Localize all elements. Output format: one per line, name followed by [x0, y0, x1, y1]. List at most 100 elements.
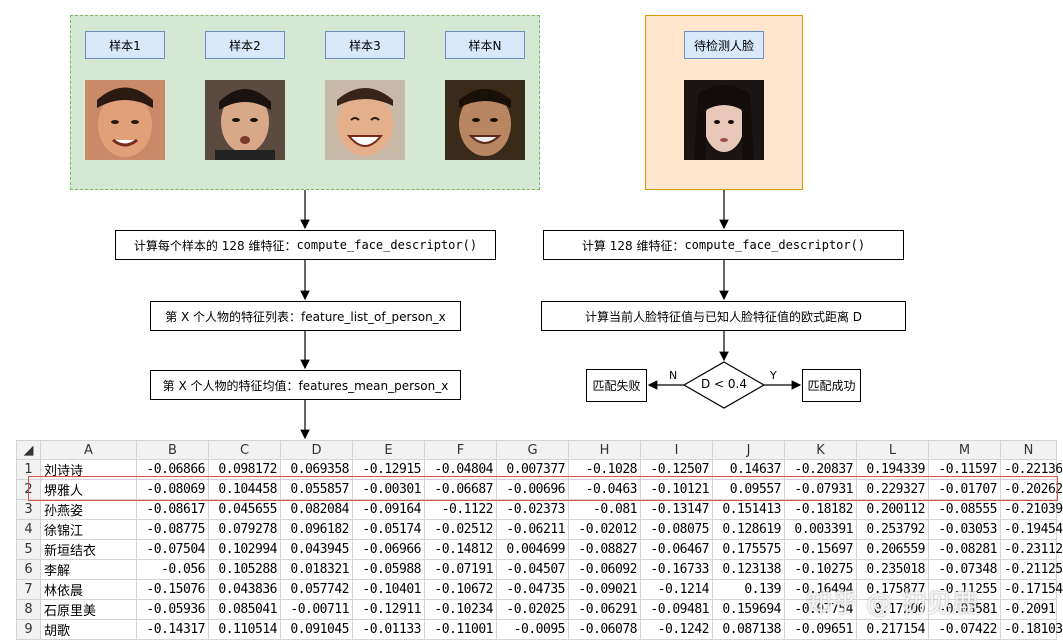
value-cell[interactable]: -0.12915: [352, 459, 425, 480]
name-cell[interactable]: 徐锦江: [40, 519, 137, 540]
value-cell[interactable]: 0.110514: [208, 619, 281, 640]
value-cell[interactable]: 0.045655: [208, 499, 281, 520]
value-cell[interactable]: -0.08075: [640, 519, 713, 540]
value-cell[interactable]: 0.057742: [280, 579, 353, 600]
value-cell[interactable]: 0.105288: [208, 559, 281, 580]
value-cell[interactable]: 0.123138: [712, 559, 785, 580]
value-cell[interactable]: -0.19454: [1000, 519, 1063, 540]
value-cell[interactable]: -0.2091: [1000, 599, 1057, 620]
value-cell[interactable]: 0.151413: [712, 499, 785, 520]
column-header[interactable]: H: [568, 440, 641, 460]
value-cell[interactable]: -0.07504: [136, 539, 209, 560]
column-header[interactable]: D: [280, 440, 353, 460]
value-cell[interactable]: 0.217154: [856, 619, 929, 640]
value-cell[interactable]: -0.14317: [136, 619, 209, 640]
value-cell[interactable]: 0.175877: [856, 579, 929, 600]
value-cell[interactable]: 0.043836: [208, 579, 281, 600]
value-cell[interactable]: -0.08775: [136, 519, 209, 540]
row-number[interactable]: 6: [16, 559, 41, 580]
value-cell[interactable]: -0.06687: [424, 479, 497, 500]
value-cell[interactable]: -0.12911: [352, 599, 425, 620]
column-header[interactable]: K: [784, 440, 857, 460]
value-cell[interactable]: -0.04507: [496, 559, 569, 580]
value-cell[interactable]: 0.069358: [280, 459, 353, 480]
name-cell[interactable]: 林依晨: [40, 579, 137, 600]
column-header[interactable]: L: [856, 440, 929, 460]
column-header[interactable]: C: [208, 440, 281, 460]
row-number[interactable]: 8: [16, 599, 41, 620]
value-cell[interactable]: -0.00711: [280, 599, 353, 620]
value-cell[interactable]: 0.194339: [856, 459, 929, 480]
value-cell[interactable]: 0.087138: [712, 619, 785, 640]
name-cell[interactable]: 新垣结衣: [40, 539, 137, 560]
value-cell[interactable]: 0.096182: [280, 519, 353, 540]
value-cell[interactable]: -0.056: [136, 559, 209, 580]
value-cell[interactable]: -0.13147: [640, 499, 713, 520]
value-cell[interactable]: 0.139: [712, 579, 785, 600]
row-number[interactable]: 4: [16, 519, 41, 540]
name-cell[interactable]: 胡歌: [40, 619, 137, 640]
value-cell[interactable]: -0.03581: [928, 599, 1001, 620]
value-cell[interactable]: -0.01133: [352, 619, 425, 640]
value-cell[interactable]: -0.06211: [496, 519, 569, 540]
value-cell[interactable]: 0.128619: [712, 519, 785, 540]
value-cell[interactable]: -0.081: [568, 499, 641, 520]
value-cell[interactable]: 0.004699: [496, 539, 569, 560]
column-header[interactable]: A: [40, 440, 137, 460]
value-cell[interactable]: 0.104458: [208, 479, 281, 500]
value-cell[interactable]: -0.00696: [496, 479, 569, 500]
value-cell[interactable]: -0.06966: [352, 539, 425, 560]
value-cell[interactable]: -0.1214: [640, 579, 713, 600]
value-cell[interactable]: -0.09651: [784, 619, 857, 640]
value-cell[interactable]: -0.14812: [424, 539, 497, 560]
row-number[interactable]: 9: [16, 619, 41, 640]
value-cell[interactable]: -0.06866: [136, 459, 209, 480]
value-cell[interactable]: -0.07191: [424, 559, 497, 580]
column-header[interactable]: G: [496, 440, 569, 460]
column-header[interactable]: I: [640, 440, 713, 460]
value-cell[interactable]: -0.15076: [136, 579, 209, 600]
value-cell[interactable]: -0.09481: [640, 599, 713, 620]
value-cell[interactable]: 0.253792: [856, 519, 929, 540]
value-cell[interactable]: -0.23112: [1000, 539, 1063, 560]
value-cell[interactable]: -0.01707: [928, 479, 1001, 500]
column-header[interactable]: F: [424, 440, 497, 460]
value-cell[interactable]: 0.200112: [856, 499, 929, 520]
value-cell[interactable]: -0.06467: [640, 539, 713, 560]
value-cell[interactable]: 0.175575: [712, 539, 785, 560]
value-cell[interactable]: -0.21039: [1000, 499, 1063, 520]
value-cell[interactable]: -0.15697: [784, 539, 857, 560]
value-cell[interactable]: -0.02373: [496, 499, 569, 520]
column-header[interactable]: B: [136, 440, 209, 460]
value-cell[interactable]: 0.018321: [280, 559, 353, 580]
name-cell[interactable]: 孙燕姿: [40, 499, 137, 520]
corner-cell[interactable]: ◢: [16, 440, 41, 460]
value-cell[interactable]: -0.0463: [568, 479, 641, 500]
value-cell[interactable]: 0.09557: [712, 479, 785, 500]
value-cell[interactable]: 0.159694: [712, 599, 785, 620]
value-cell[interactable]: -0.10234: [424, 599, 497, 620]
value-cell[interactable]: 0.206559: [856, 539, 929, 560]
value-cell[interactable]: -0.07348: [928, 559, 1001, 580]
value-cell[interactable]: -0.06092: [568, 559, 641, 580]
name-cell[interactable]: 石原里美: [40, 599, 137, 620]
value-cell[interactable]: -0.20262: [1000, 479, 1063, 500]
value-cell[interactable]: -0.10275: [784, 559, 857, 580]
value-cell[interactable]: -0.10672: [424, 579, 497, 600]
value-cell[interactable]: -0.06291: [568, 599, 641, 620]
value-cell[interactable]: -0.03053: [928, 519, 1001, 540]
column-header[interactable]: M: [928, 440, 1001, 460]
value-cell[interactable]: -0.09164: [352, 499, 425, 520]
column-header[interactable]: E: [352, 440, 425, 460]
value-cell[interactable]: -0.08069: [136, 479, 209, 500]
value-cell[interactable]: -0.08555: [928, 499, 1001, 520]
value-cell[interactable]: -0.00301: [352, 479, 425, 500]
value-cell[interactable]: -0.04804: [424, 459, 497, 480]
value-cell[interactable]: 0.102994: [208, 539, 281, 560]
value-cell[interactable]: 0.085041: [208, 599, 281, 620]
row-number[interactable]: 5: [16, 539, 41, 560]
value-cell[interactable]: -0.16494: [784, 579, 857, 600]
value-cell[interactable]: -0.11001: [424, 619, 497, 640]
value-cell[interactable]: 0.235018: [856, 559, 929, 580]
value-cell[interactable]: -0.21125: [1000, 559, 1063, 580]
